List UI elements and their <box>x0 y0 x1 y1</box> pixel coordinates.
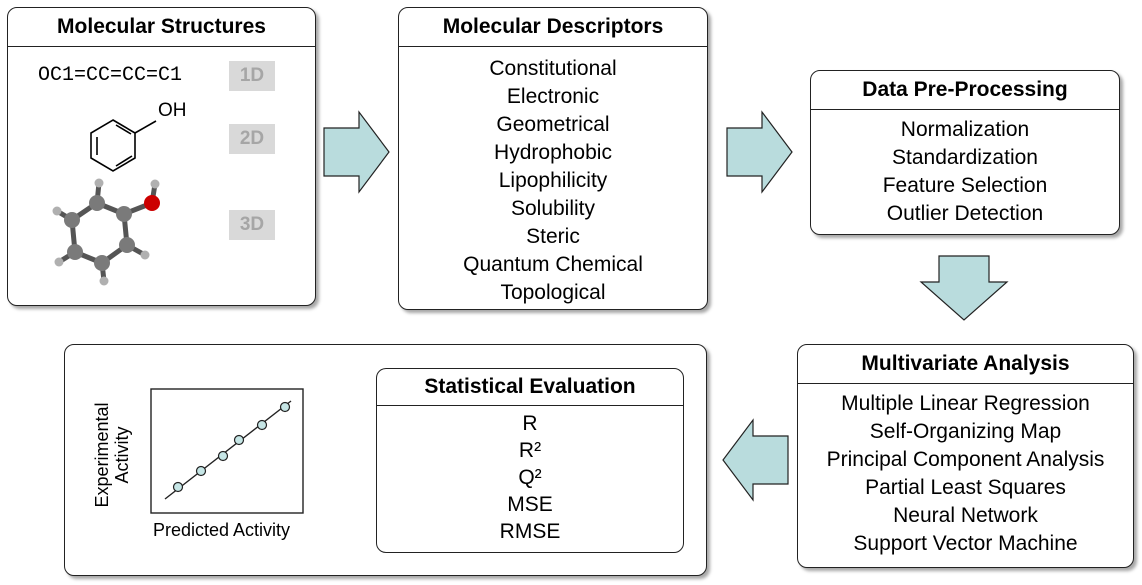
molecular-structures-title: Molecular Structures <box>8 8 315 47</box>
list-item: R² <box>518 439 542 462</box>
statistical-evaluation-box: Statistical Evaluation R R² Q² MSE RMSE <box>376 368 684 553</box>
list-item: Lipophilicity <box>498 169 608 192</box>
arrow-left <box>722 418 789 502</box>
evaluation-outer-box: Experimental Activity Predicted Activity… <box>64 344 707 576</box>
smiles-string: OC1=CC=CC=C1 <box>38 64 183 87</box>
arrow-right-1 <box>323 110 390 194</box>
molecular-structures-box: Molecular Structures OC1=CC=CC=C1 1D 2D … <box>7 7 316 306</box>
scatter-point <box>233 434 245 446</box>
data-preprocessing-box: Data Pre-Processing Normalization Standa… <box>810 70 1120 235</box>
statistical-evaluation-title: Statistical Evaluation <box>377 369 683 406</box>
multivariate-analysis-title: Multivariate Analysis <box>798 345 1133 384</box>
list-item: RMSE <box>499 520 561 543</box>
plot-ylabel: Experimental Activity <box>87 395 137 515</box>
list-item: Q² <box>518 466 542 489</box>
list-item: Multiple Linear Regression <box>841 392 1090 415</box>
list-item: Partial Least Squares <box>865 476 1066 499</box>
tag-2d: 2D <box>229 124 275 154</box>
list-item: MSE <box>507 493 553 516</box>
multivariate-analysis-box: Multivariate Analysis Multiple Linear Re… <box>797 344 1134 568</box>
list-item: Constitutional <box>489 57 617 80</box>
list-item: Electronic <box>506 85 600 108</box>
list-item: Geometrical <box>496 113 610 136</box>
list-item: R <box>522 412 538 435</box>
tag-1d: 1D <box>229 61 275 91</box>
activity-scatter-plot <box>150 388 304 514</box>
data-preprocessing-title: Data Pre-Processing <box>811 71 1119 110</box>
list-item: Neural Network <box>893 504 1038 527</box>
descriptor-list: Constitutional Electronic Geometrical Hy… <box>399 47 707 307</box>
scatter-point <box>256 419 268 431</box>
oh-label: OH <box>158 100 187 121</box>
list-item: Support Vector Machine <box>853 532 1078 555</box>
scatter-point <box>279 401 291 413</box>
list-item: Self-Organizing Map <box>869 420 1062 443</box>
arrow-right-2 <box>726 110 793 194</box>
plot-ylabel-line1: Experimental <box>92 402 112 508</box>
plot-xlabel: Predicted Activity <box>153 520 291 540</box>
plot-ylabel-line2: Activity <box>112 426 132 484</box>
list-item: Quantum Chemical <box>463 253 643 276</box>
list-item: Principal Component Analysis <box>826 448 1105 471</box>
phenol-3d-model <box>52 178 160 286</box>
list-item: Hydrophobic <box>494 141 612 164</box>
multivariate-list: Multiple Linear Regression Self-Organizi… <box>798 384 1133 558</box>
molecular-descriptors-box: Molecular Descriptors Constitutional Ele… <box>398 7 708 310</box>
scatter-point <box>195 465 207 477</box>
list-item: Standardization <box>892 146 1038 169</box>
list-item: Feature Selection <box>882 174 1048 197</box>
list-item: Topological <box>500 281 606 304</box>
molecular-descriptors-title: Molecular Descriptors <box>399 8 707 47</box>
scatter-point <box>217 450 229 462</box>
evaluation-list: R R² Q² MSE RMSE <box>377 406 683 545</box>
list-item: Outlier Detection <box>886 202 1044 225</box>
preprocessing-list: Normalization Standardization Feature Se… <box>811 110 1119 228</box>
scatter-point <box>172 481 184 493</box>
tag-3d: 3D <box>229 210 275 240</box>
list-item: Normalization <box>900 118 1030 141</box>
list-item: Steric <box>526 225 580 248</box>
phenol-2d-structure <box>90 119 157 172</box>
arrow-down <box>919 255 1009 321</box>
list-item: Solubility <box>510 197 596 220</box>
